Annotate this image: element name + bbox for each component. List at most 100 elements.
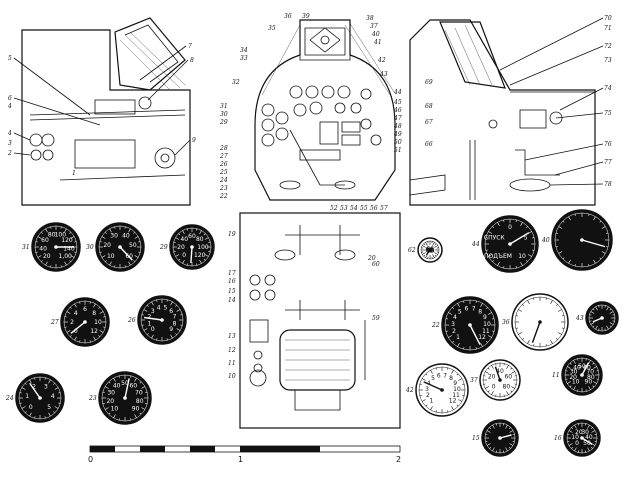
callout-56: 56 [370,205,378,212]
gauge-27-tick [98,335,101,338]
gauge-37-label: 60 [504,374,512,381]
gauge-42-callout: 42 [405,387,414,394]
gauge-26-label: 7 [173,314,177,321]
callout-pd-14: 14 [228,297,236,304]
gauge-26-tick [166,338,168,341]
gauge-29-tick [182,230,185,235]
left-handwheel [154,147,176,169]
gauge-23-tick [141,386,146,389]
gauge-37-label: 80 [503,383,511,390]
gauge-36-tick [515,315,518,317]
gauge-40-tick [593,259,596,264]
gauge-30-tick [128,261,131,266]
callout-78: 78 [604,181,612,188]
gauge-42-tick [462,383,465,385]
gauge-40-tick [574,213,576,216]
callout-41: 41 [373,39,382,46]
gauge-40-tick [599,220,602,223]
gauge-42-hub [440,388,444,392]
gauge-11-tick [592,362,595,365]
gauge-40-tick [568,216,571,221]
scale-tick-2: 2 [396,455,401,464]
gauge-24-tick [29,412,32,417]
gauge-37-tick [485,371,489,374]
gauge-23-label: 70 [135,389,143,396]
gauge-24-tick [54,387,59,390]
gauge-26-label: 6 [169,308,173,315]
gauge-42-label: 6 [437,372,441,379]
gauge-23-tick [134,414,137,419]
gauge-29-needle [190,246,193,264]
callout-6: 6 [8,95,12,102]
gauge-15-tick [508,427,511,430]
gauge-11-tick [569,385,572,388]
gauge-27-label: 12 [90,328,98,335]
gauge-42-tick [430,406,433,411]
gauge-11-tick [588,386,591,390]
callout-pd-12: 12 [228,347,236,354]
gauge-22-tick [452,341,454,343]
gauge-42-label: 10 [453,386,461,393]
gauge-40-tick [599,257,602,260]
left-console-box [74,139,136,169]
gauge-16-tick [587,424,590,429]
scale-tick-1: 1 [238,455,243,464]
callout-37: 37 [370,23,378,30]
gauge-11-label: 60 [583,365,591,372]
gauge-36-tick [527,300,530,304]
callout-1: 1 [72,170,76,177]
gauge-43: 43 [575,301,619,335]
gauge-16-label: 10 [571,434,579,441]
gauge-37-tick [491,365,494,369]
gauge-40-tick [562,220,565,223]
gauge-22-label: 4 [453,314,457,321]
gauge-27-tick [93,336,96,341]
gauge-30-hub [118,245,122,249]
gauge-22-tick [486,341,488,343]
gauge-27-tick [103,316,106,318]
gauge-23-label: 50 [121,380,129,387]
gauge-26-label: 5 [163,304,167,311]
gauge-15-tick [503,423,505,426]
gauge-27-tick [74,336,77,341]
gauge-22-tick [457,303,460,307]
gauge-31-callout: 31 [22,244,30,251]
gauge-23-tick [145,403,148,405]
gauge-44-tick [532,237,535,239]
gauge-30-label: 40 [122,232,130,239]
right-pedal [334,249,356,261]
gauge-44-tick [485,237,488,239]
gauge-36-tick [545,297,547,300]
callout-pd-13: 13 [228,333,236,340]
gauge-36-tick [527,340,530,344]
gauge-16-needle [581,437,593,445]
gauge-26-label: 8 [173,320,177,327]
gauge-62-tick [434,245,438,248]
gauge-43-tick [606,306,609,311]
gauge-30-tick [109,228,112,233]
callout-22: 22 [219,193,228,200]
gauge-44-tick [497,222,500,226]
gauge-11-tick [569,362,572,365]
gauge-26-tick [141,324,144,326]
gauge-44-label: СПУСК [484,234,506,241]
gauge-23-tick [130,375,132,378]
gauge-62-tick [434,252,438,255]
gauge-42-tick [447,367,449,370]
gauge-31-tick [64,228,67,233]
callout-44: 44 [393,89,402,96]
gauge-27-label: 10 [94,319,102,326]
gauge-26-tick [176,328,181,331]
gauge-24-label: 2 [32,383,36,390]
callout-45: 45 [393,99,402,106]
gauge-44-tick [488,254,492,257]
gauge-43-tick [598,305,600,308]
gauge-27-tick [79,301,81,304]
gauge-30-tick [114,265,116,268]
gauge-11-tick [565,378,568,380]
gauge-23-tick [130,418,132,421]
gauge-37-tick [506,391,509,395]
gauge-43-tick [606,325,609,330]
